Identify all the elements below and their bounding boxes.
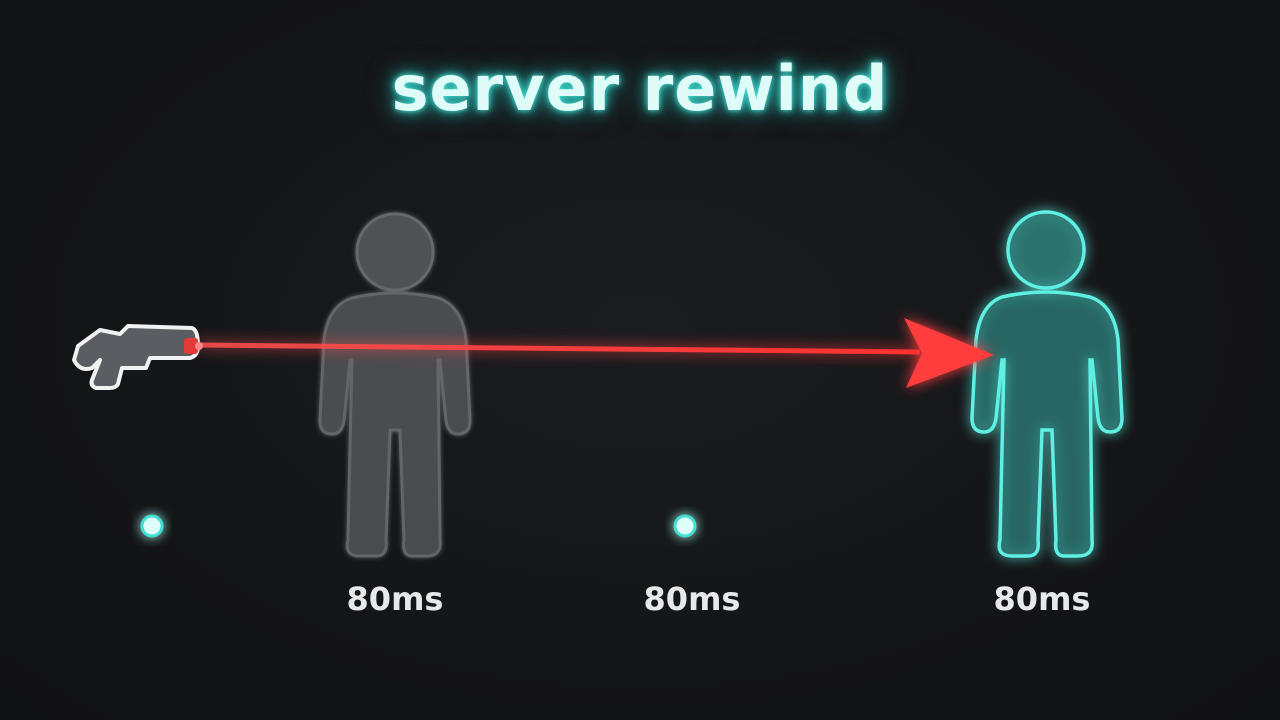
person-icon [970, 210, 1124, 558]
timeline-node-start [140, 514, 164, 538]
timeline-label-2: 80ms [643, 580, 741, 618]
ray-arrowhead [904, 318, 994, 388]
pistol-icon [72, 324, 203, 390]
ghost-person-icon [318, 212, 472, 558]
timeline-node-middle [673, 514, 697, 538]
timeline [140, 514, 1166, 538]
hit-ray [197, 318, 994, 388]
diagram-title: server rewind [391, 52, 889, 125]
timeline-label-1: 80ms [346, 580, 444, 618]
ray-beam [197, 342, 921, 355]
timeline-label-3: 80ms [993, 580, 1091, 618]
